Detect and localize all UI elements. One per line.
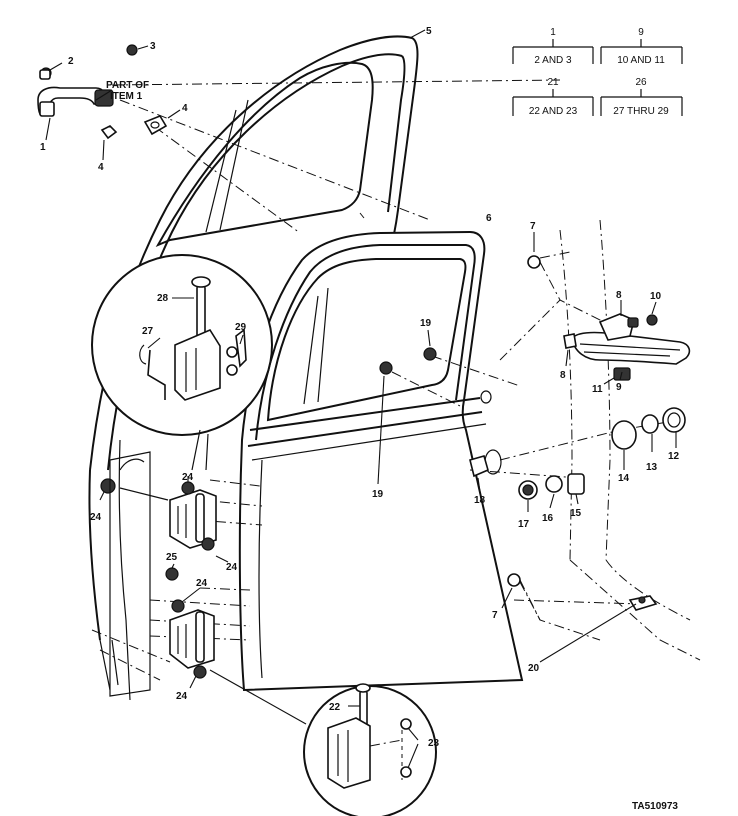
assembly-lines: [111, 79, 681, 641]
callout-19: 19: [420, 318, 432, 329]
callout-18: 18: [474, 495, 486, 506]
legend-item-1: 1 2 AND 3: [512, 27, 594, 66]
callout-24: 24: [196, 578, 208, 589]
callout-24: 24: [226, 562, 238, 573]
legend-table: 1 2 AND 3 9 10 AND 11 21 22 AND 23 26 27…: [512, 27, 683, 117]
callout-16: 16: [542, 513, 554, 524]
callout-12: 12: [668, 451, 680, 462]
drawing-number: TA510973: [632, 801, 678, 812]
callout-17: 17: [518, 519, 530, 530]
callout-10: 10: [650, 291, 662, 302]
callout-14: 14: [618, 473, 630, 484]
callout-25: 25: [166, 552, 178, 563]
callout-24: 24: [176, 691, 188, 702]
legend-parent: 26: [635, 77, 647, 88]
legend-parent: 21: [547, 77, 559, 88]
legend-children: 27 THRU 29: [613, 106, 669, 117]
callout-28: 28: [157, 293, 169, 304]
callout-13: 13: [646, 462, 658, 473]
legend-parent: 9: [638, 27, 644, 38]
callout-20: 20: [528, 663, 540, 674]
legend-children: 10 AND 11: [617, 55, 665, 66]
callout-15: 15: [570, 508, 582, 519]
callout-27: 27: [142, 326, 154, 337]
callout-22: 22: [329, 702, 341, 713]
callout-9: 9: [616, 382, 622, 393]
inside-handle-parts: [377, 232, 691, 663]
check-strap-assembly: [37, 29, 426, 161]
callout-8: 8: [560, 370, 566, 381]
part-of-note-line1: PART OF: [106, 80, 149, 91]
callout-5: 5: [426, 26, 432, 37]
callout-24: 24: [182, 472, 194, 483]
callout-3: 3: [150, 41, 156, 52]
callout-1: 1: [40, 142, 46, 153]
callout-7: 7: [492, 610, 498, 621]
legend-item-9: 9 10 AND 11: [600, 27, 683, 66]
callout-6: 6: [486, 213, 492, 224]
callout-23: 23: [428, 738, 440, 749]
legend-item-21: 21 22 AND 23: [512, 77, 594, 117]
legend-children: 22 AND 23: [529, 106, 578, 117]
legend-item-26: 26 27 THRU 29: [600, 77, 683, 117]
upper-hinge-detail-circle: [91, 254, 273, 471]
callout-4: 4: [182, 103, 188, 114]
callout-11: 11: [592, 384, 603, 395]
legend-parent: 1: [550, 27, 556, 38]
callout-19: 19: [372, 489, 384, 500]
lower-hinge-detail-circle: [209, 669, 437, 816]
callout-7: 7: [530, 221, 536, 232]
callout-2: 2: [68, 56, 74, 67]
callout-8: 8: [616, 290, 622, 301]
legend-children: 2 AND 3: [534, 55, 572, 66]
part-of-note-line2: ITEM 1: [110, 91, 143, 102]
callout-labels: 2 3 PART OF ITEM 1 4 1 4 5 6 7 8 10 8 11…: [40, 26, 680, 749]
door-hinges: [99, 451, 229, 697]
callout-29: 29: [235, 322, 247, 333]
callout-4: 4: [98, 162, 104, 173]
callout-24: 24: [90, 512, 102, 523]
